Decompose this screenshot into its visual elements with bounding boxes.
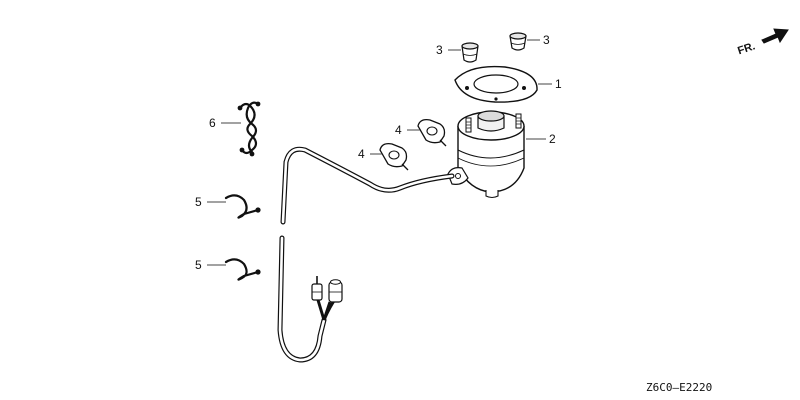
part-5-cable-tie-upper — [224, 194, 261, 219]
callout-1: 1 — [555, 77, 562, 91]
callout-2: 2 — [549, 132, 556, 146]
part-6-wire-clip — [237, 101, 261, 157]
callout-5-lower: 5 — [195, 258, 202, 272]
callout-3-left: 3 — [436, 43, 443, 57]
direction-label: FR. — [736, 40, 757, 57]
part-1-gasket — [454, 65, 538, 103]
callout-5-upper: 5 — [195, 195, 202, 209]
connector-female — [328, 279, 343, 303]
callout-4-upper: 4 — [395, 123, 402, 137]
part-3-cap-right — [509, 32, 527, 51]
fr-arrow-icon — [761, 28, 789, 44]
diagram-code: Z6C0—E2220 — [646, 381, 712, 394]
connector-male — [311, 276, 323, 301]
leader-lines — [207, 39, 552, 266]
callout-4-lower: 4 — [358, 147, 365, 161]
part-4-clamp-lower — [379, 142, 409, 171]
callout-6: 6 — [209, 116, 216, 130]
part-5-cable-tie-lower — [224, 258, 261, 281]
direction-indicator: FR. — [736, 28, 789, 57]
part-2-pulser-body — [447, 110, 525, 199]
pulser-cord — [277, 146, 455, 363]
part-3-cap-left — [461, 42, 479, 63]
part-4-clamp-upper — [417, 118, 447, 147]
callout-3-right: 3 — [543, 33, 550, 47]
